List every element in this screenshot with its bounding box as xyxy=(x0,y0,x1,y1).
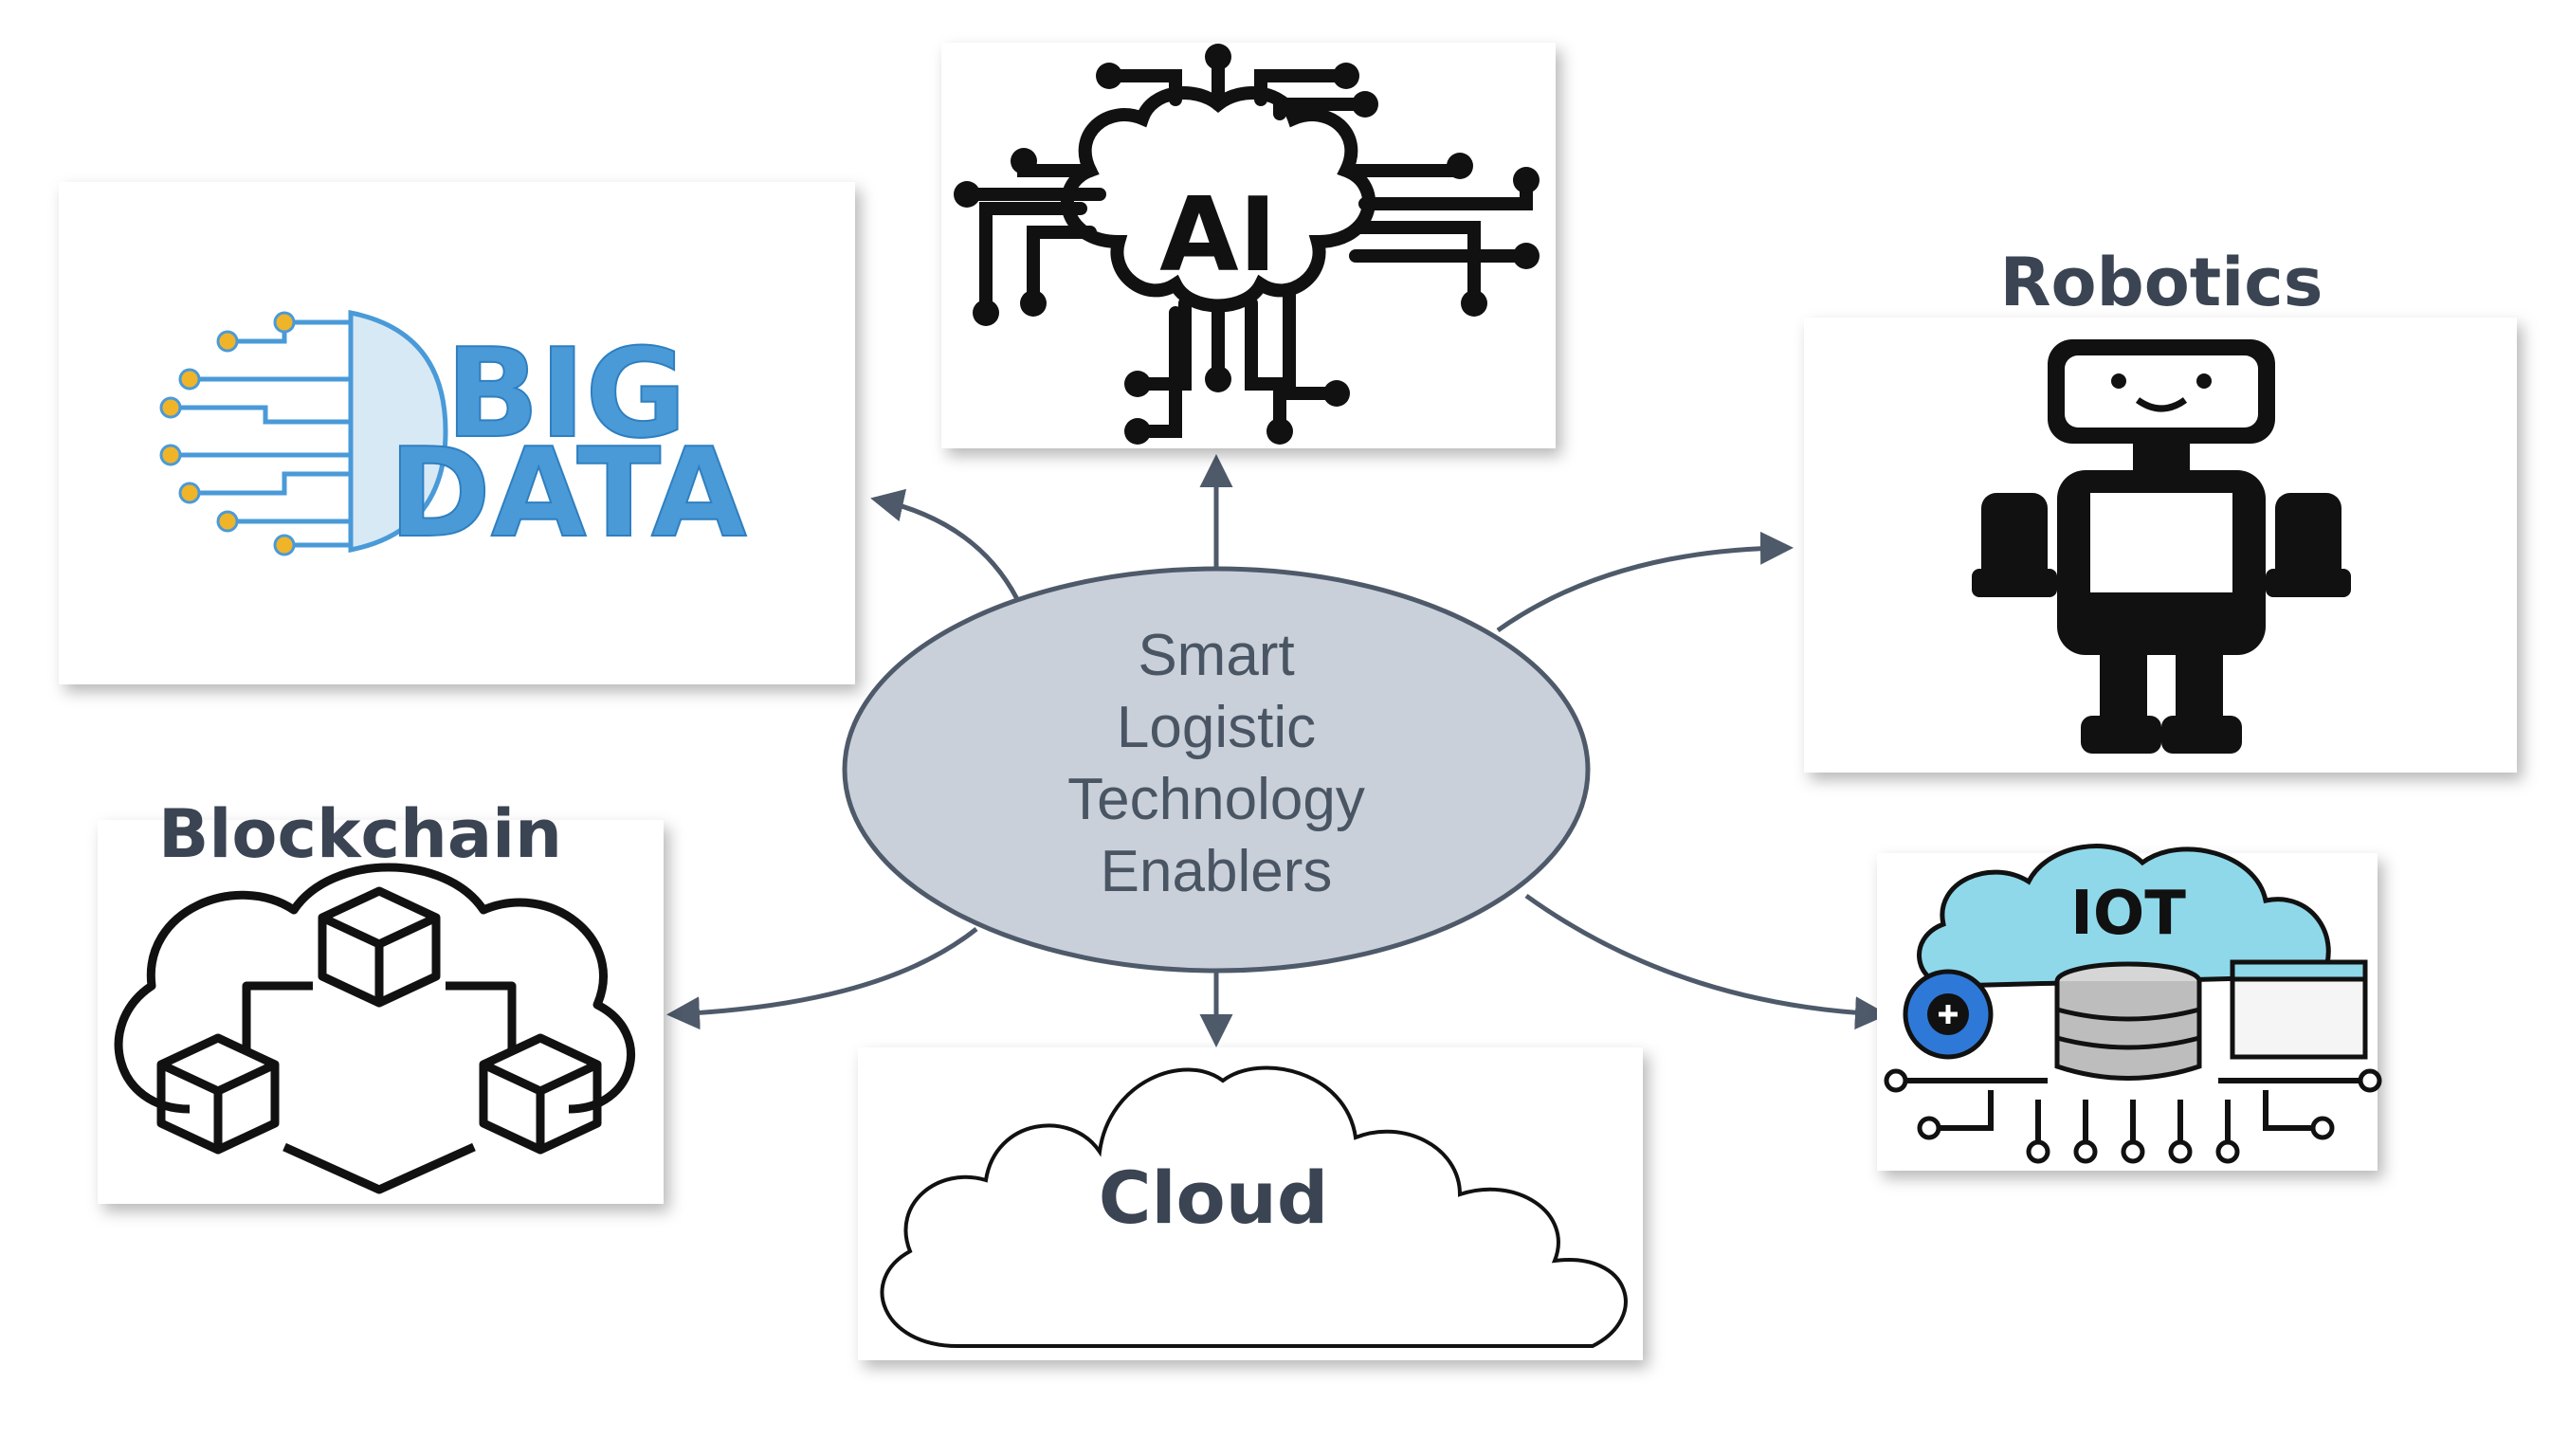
arrow-to-big-data xyxy=(870,488,1020,601)
robotics-node: Robotics xyxy=(1804,244,2517,773)
ai-label: AI xyxy=(1159,176,1277,295)
big-data-box xyxy=(59,182,855,684)
robot-icon xyxy=(1972,339,2351,754)
ai-node: AI xyxy=(941,43,1556,448)
iot-label: IOT xyxy=(2070,879,2186,949)
center-text-line-2: Logistic xyxy=(1117,695,1316,760)
robotics-heading: Robotics xyxy=(2000,244,2323,321)
center-text-line-1: Smart xyxy=(1138,623,1294,688)
arrow-to-blockchain xyxy=(666,927,978,1030)
ai-circuit-nodes xyxy=(954,44,1540,445)
cloud-node: Cloud xyxy=(858,1047,1643,1360)
iot-icon: IOT xyxy=(1884,844,2382,1164)
big-data-circuit-icon xyxy=(171,309,448,554)
blockchain-box xyxy=(98,820,664,1204)
cloud-label: Cloud xyxy=(1099,1156,1329,1240)
iot-node: IOT xyxy=(1877,844,2382,1171)
big-data-nodes xyxy=(159,311,296,556)
center-text-line-3: Technology xyxy=(1067,767,1365,832)
blockchain-icon xyxy=(114,863,636,1194)
cloud-icon xyxy=(880,1065,1628,1348)
arrow-to-iot xyxy=(1524,893,1888,1030)
center-ellipse xyxy=(842,566,1591,974)
blockchain-node: Blockchain xyxy=(98,795,664,1204)
big-data-line-2: DATA xyxy=(389,421,747,565)
arrow-to-robotics xyxy=(1496,531,1794,633)
blockchain-heading: Blockchain xyxy=(158,795,562,873)
center-text-line-4: Enablers xyxy=(1101,839,1333,904)
big-data-line-1: BIG xyxy=(446,321,686,465)
connector-arrows xyxy=(666,454,1888,1047)
center-node: Smart Logistic Technology Enablers xyxy=(842,566,1591,974)
big-data-node: BIG DATA xyxy=(59,182,855,684)
